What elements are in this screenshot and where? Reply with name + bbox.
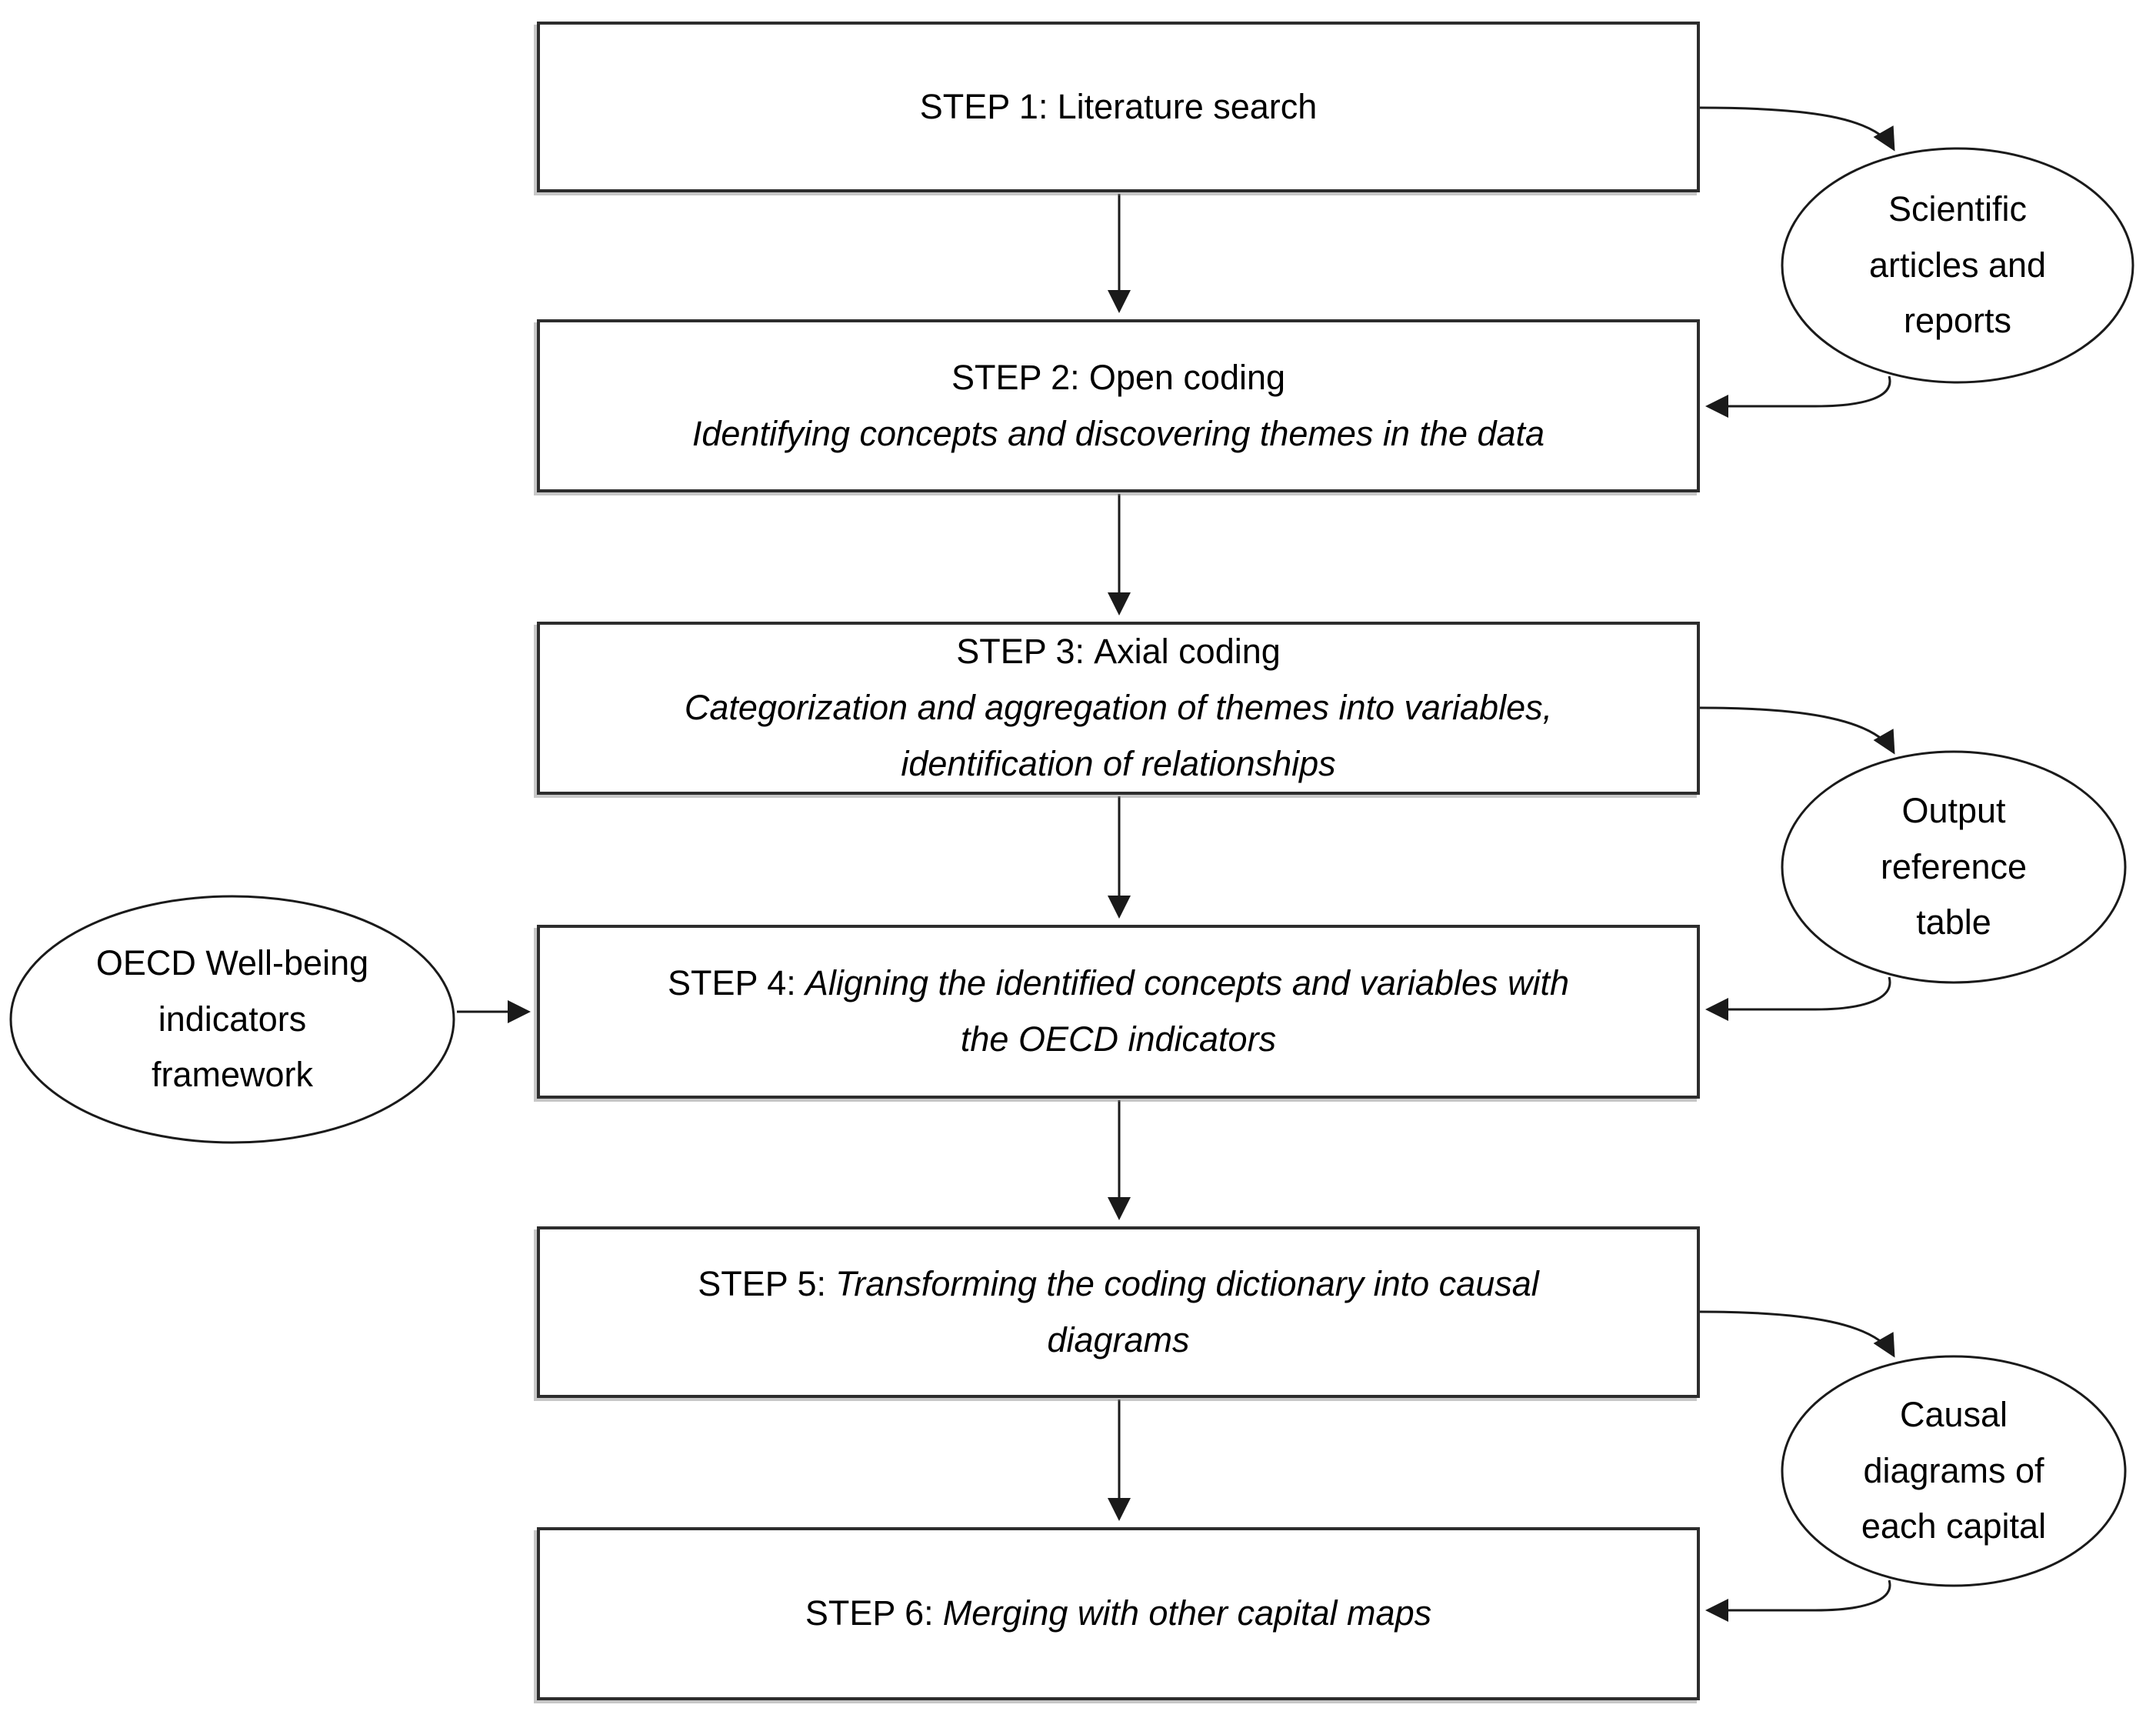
step-1-heading: Literature search (1057, 86, 1318, 126)
ellipse-line: OECD Well-being (95, 942, 369, 982)
step-4-box: STEP 4:Aligning the identified concepts … (537, 925, 1700, 1099)
output-reference-table-ellipse (1781, 750, 2127, 984)
arrow-step5-to-causal-diagrams (1699, 1310, 1895, 1358)
causal-diagrams-label: Causal diagrams of each capital (1782, 1356, 2125, 1586)
step-2-heading: Open coding (1088, 357, 1286, 397)
step-6-label: STEP 6: (805, 1593, 934, 1633)
step-2-title: STEP 2:Open coding (951, 350, 1285, 406)
ellipse-line: diagrams of (1863, 1450, 2044, 1490)
ellipse-line: Output (1901, 790, 2006, 830)
step-3-label: STEP 3: (956, 632, 1085, 672)
step-1-label: STEP 1: (919, 86, 1048, 126)
step-5-label: STEP 5: (698, 1263, 826, 1303)
output-reference-table-label: Output reference table (1782, 752, 2125, 982)
arrow-step3-to-output-reference-table (1699, 706, 1895, 755)
ellipse-line: reference (1880, 846, 2028, 886)
step-2-label: STEP 2: (951, 357, 1080, 397)
step-5-detail: Transforming the coding dictionary into … (835, 1263, 1539, 1359)
step-4-detail: Aligning the identified concepts and var… (805, 963, 1570, 1059)
ellipse-line: each capital (1861, 1506, 2047, 1546)
step-6-box: STEP 6:Merging with other capital maps (537, 1527, 1700, 1700)
step-4-title: STEP 4:Aligning the identified concepts … (657, 956, 1580, 1068)
step-4-label: STEP 4: (667, 963, 796, 1003)
step-3-heading: Axial coding (1094, 632, 1281, 672)
arrow-step1-to-scientific-articles (1699, 106, 1895, 152)
step-1-title: STEP 1:Literature search (920, 79, 1318, 135)
scientific-articles-label: Scientific articles and reports (1782, 148, 2133, 382)
ellipse-line: Causal (1899, 1394, 2008, 1434)
step-2-detail: Identifying concepts and discovering the… (691, 413, 1545, 453)
ellipse-line: articles and (1868, 245, 2047, 285)
causal-diagrams-ellipse (1781, 1355, 2127, 1587)
ellipse-line: framework (151, 1055, 314, 1095)
ellipse-line: Scientific (1888, 188, 2028, 229)
arrow-scientific-articles-to-step2 (1705, 375, 1891, 418)
step-2-box: STEP 2:Open coding Identifying concepts … (537, 319, 1700, 492)
step-1-box: STEP 1:Literature search (537, 22, 1700, 192)
step-3-title: STEP 3:Axial coding (956, 624, 1281, 680)
step-6-detail: Merging with other capital maps (942, 1593, 1432, 1633)
step-3-detail: Categorization and aggregation of themes… (684, 688, 1553, 783)
arrow-output-reference-table-to-step4 (1705, 976, 1891, 1021)
scientific-articles-ellipse (1781, 147, 2134, 384)
step-6-title: STEP 6:Merging with other capital maps (805, 1586, 1431, 1642)
oecd-framework-label: OECD Well-being indicators framework (11, 896, 454, 1143)
arrow-causal-diagrams-to-step6 (1705, 1580, 1891, 1622)
oecd-framework-ellipse (9, 895, 455, 1144)
step-3-box: STEP 3:Axial coding Categorization and a… (537, 622, 1700, 795)
step-5-title: STEP 5:Transforming the coding dictionar… (657, 1256, 1580, 1369)
step-5-box: STEP 5:Transforming the coding dictionar… (537, 1226, 1700, 1398)
ellipse-line: reports (1903, 301, 2012, 341)
ellipse-line: indicators (158, 999, 307, 1039)
ellipse-line: table (1916, 902, 1991, 942)
